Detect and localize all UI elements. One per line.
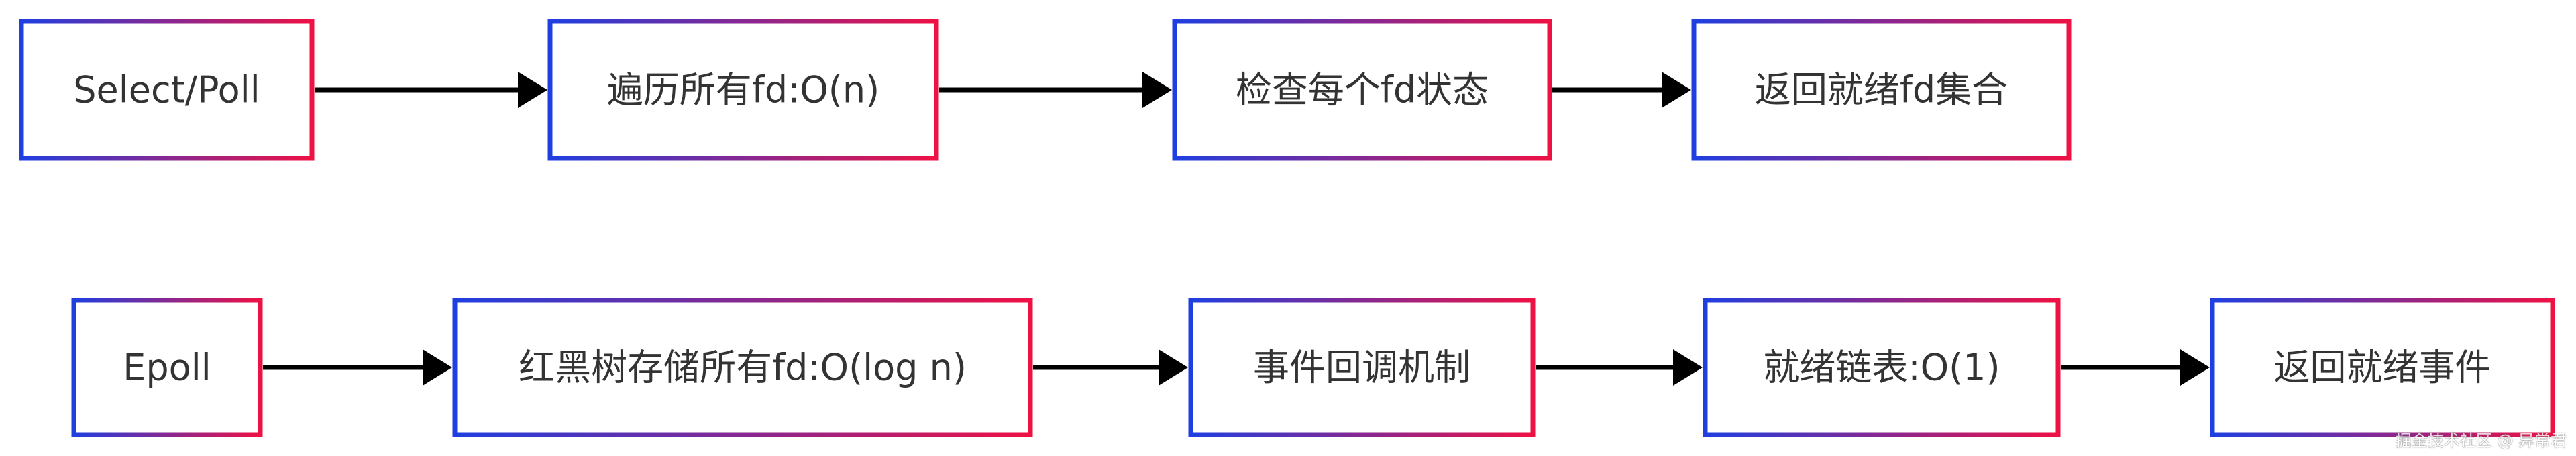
node-label: Epoll [123,347,211,389]
node-box [547,19,939,161]
arrow-traverse-all-fd-to-check-each-fd [939,72,1172,108]
arrow-epoll-to-rbtree-store-fd [263,349,452,386]
node-label: 检查每个fd状态 [1236,69,1489,111]
node-label: 遍历所有fd:O(n) [607,69,879,111]
arrow-head-icon [1673,349,1703,386]
node-box [452,298,1033,437]
node-label: 红黑树存储所有fd:O(log n) [519,347,967,389]
arrow-head-icon [1142,72,1172,108]
watermark: 掘金技术社区 @ 异常君 [2395,431,2567,450]
node-epoll: Epoll [71,298,263,437]
node-label: 事件回调机制 [1253,347,1470,389]
node-label: 就绪链表:O(1) [1763,347,2000,389]
node-box [1703,298,2061,437]
arrow-head-icon [518,72,547,108]
node-box [2210,298,2555,437]
arrow-head-icon [1159,349,1188,386]
arrow-rbtree-store-fd-to-event-callback [1033,349,1188,386]
node-label: Select/Poll [73,69,260,111]
node-box [1691,19,2072,161]
arrow-check-each-fd-to-return-ready-set [1552,72,1691,108]
node-label: 返回就绪fd集合 [1755,69,2008,111]
node-box [1172,19,1552,161]
arrow-head-icon [1662,72,1691,108]
node-event-callback: 事件回调机制 [1188,298,1536,437]
node-box [19,19,315,161]
node-return-ready-set: 返回就绪fd集合 [1691,19,2072,161]
node-label: 返回就绪事件 [2274,347,2491,389]
node-traverse-all-fd: 遍历所有fd:O(n) [547,19,939,161]
arrow-head-icon [2180,349,2210,386]
arrow-select-poll-to-traverse-all-fd [315,72,547,108]
node-rbtree-store-fd: 红黑树存储所有fd:O(log n) [452,298,1033,437]
arrow-head-icon [423,349,452,386]
node-check-each-fd: 检查每个fd状态 [1172,19,1552,161]
node-ready-list: 就绪链表:O(1) [1703,298,2061,437]
node-box [1188,298,1536,437]
arrow-event-callback-to-ready-list [1536,349,1703,386]
node-select-poll: Select/Poll [19,19,315,161]
node-return-ready-events: 返回就绪事件 [2210,298,2555,437]
arrow-ready-list-to-return-ready-events [2061,349,2210,386]
node-box [71,298,263,437]
